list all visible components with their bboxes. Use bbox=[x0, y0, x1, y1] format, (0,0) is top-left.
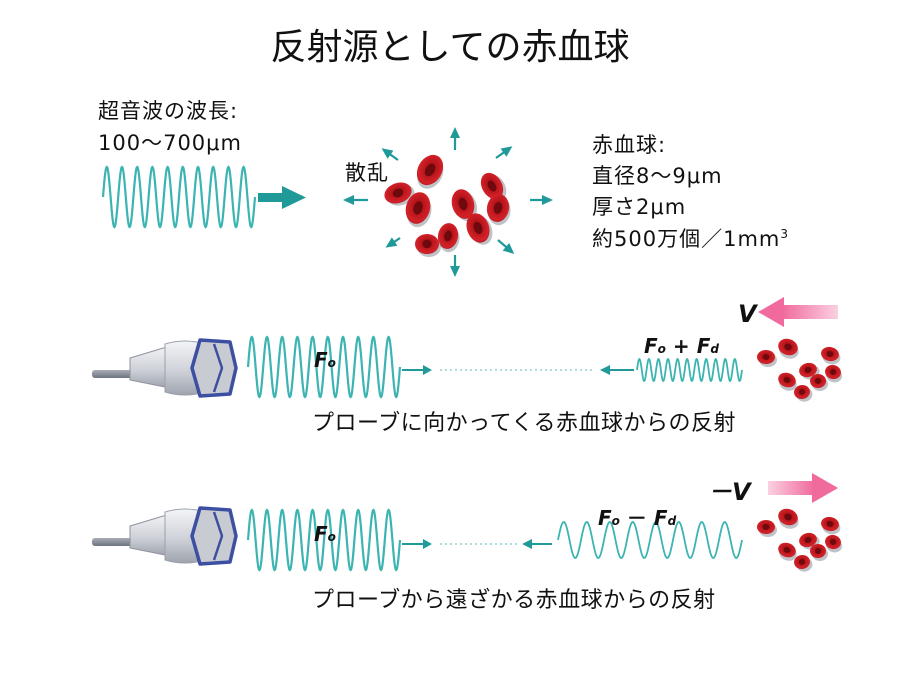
page-title: 反射源としての赤血球 bbox=[270, 27, 630, 68]
rbc-info-line2: 直径8〜9μm bbox=[592, 164, 723, 188]
scatter-arrow bbox=[450, 255, 460, 277]
ultrasound-wave-top bbox=[101, 165, 257, 229]
arrow-to-probe-row2 bbox=[522, 539, 552, 549]
rbc-info-line4: 約500万個／1mm3 bbox=[592, 227, 789, 251]
velocity-arrow-right bbox=[768, 473, 838, 503]
red-blood-cell bbox=[778, 372, 797, 391]
emitted-wave-row2 bbox=[246, 508, 402, 572]
cubic-superscript: 3 bbox=[780, 227, 789, 241]
red-blood-cell bbox=[405, 192, 432, 228]
red-blood-cell bbox=[778, 338, 799, 359]
red-blood-cell bbox=[810, 374, 828, 391]
red-blood-cell bbox=[810, 544, 828, 561]
emitted-freq-row1: Fo bbox=[314, 348, 336, 372]
caption-approaching: プローブに向かってくる赤血球からの反射 bbox=[312, 411, 736, 436]
red-blood-cell bbox=[825, 364, 843, 383]
scatter-arrow bbox=[497, 239, 515, 254]
reflected-wave-row1 bbox=[636, 357, 743, 383]
red-blood-cell bbox=[794, 554, 813, 572]
reflected-freq-row1: Fo+Fd bbox=[644, 334, 719, 358]
caption-receding: プローブから遠ざかる赤血球からの反射 bbox=[312, 588, 716, 613]
red-blood-cell bbox=[480, 172, 507, 201]
scatter-arrows bbox=[343, 127, 553, 277]
velocity-arrow-left bbox=[758, 297, 838, 327]
reflected-wave-row2 bbox=[557, 521, 743, 559]
red-blood-cell bbox=[757, 520, 777, 537]
ultrasound-probe-bottom bbox=[92, 506, 238, 566]
rbc-cluster-receding bbox=[757, 508, 843, 572]
red-blood-cell bbox=[437, 223, 460, 253]
scatter-arrow bbox=[530, 195, 553, 205]
ultrasound-probe-top bbox=[92, 338, 238, 398]
scatter-arrow bbox=[343, 195, 368, 205]
emitted-freq-row2: Fo bbox=[314, 522, 336, 546]
reflected-freq-row2: Fo－Fd bbox=[598, 506, 677, 530]
red-blood-cell bbox=[384, 182, 415, 206]
red-blood-cell bbox=[778, 508, 799, 529]
red-blood-cell bbox=[821, 516, 841, 535]
red-blood-cell bbox=[451, 189, 478, 222]
red-blood-cell bbox=[794, 384, 813, 402]
scatter-arrow bbox=[450, 127, 460, 150]
velocity-label-recede: －V bbox=[708, 478, 751, 506]
red-blood-cell bbox=[821, 346, 841, 365]
scatter-label: 散乱 bbox=[345, 161, 389, 185]
scatter-arrow bbox=[385, 237, 401, 248]
scatter-arrow bbox=[495, 146, 513, 159]
wave-info-line2: 100〜700μm bbox=[98, 131, 242, 155]
rbc-cluster-approaching bbox=[757, 338, 843, 402]
red-blood-cell bbox=[466, 213, 493, 245]
wave-info-line1: 超音波の波長: bbox=[98, 99, 239, 123]
red-blood-cell bbox=[757, 350, 777, 367]
red-blood-cell bbox=[778, 542, 797, 561]
arrow-to-dotted-row2 bbox=[402, 539, 432, 549]
emitted-wave-row1 bbox=[246, 335, 402, 399]
arrow-to-dotted-row1 bbox=[402, 365, 432, 375]
scatter-arrow bbox=[381, 148, 399, 161]
red-blood-cell bbox=[825, 534, 843, 553]
rbc-cluster-top bbox=[384, 154, 511, 257]
rbc-info-line1: 赤血球: bbox=[592, 133, 667, 157]
velocity-label-approach: V bbox=[738, 300, 757, 328]
rbc-info-line3: 厚さ2μm bbox=[592, 195, 687, 219]
red-blood-cell bbox=[416, 154, 444, 189]
arrow-to-probe-row1 bbox=[600, 365, 634, 375]
red-blood-cell bbox=[415, 234, 441, 257]
red-blood-cell bbox=[486, 194, 511, 226]
right-arrow-top bbox=[258, 186, 306, 209]
